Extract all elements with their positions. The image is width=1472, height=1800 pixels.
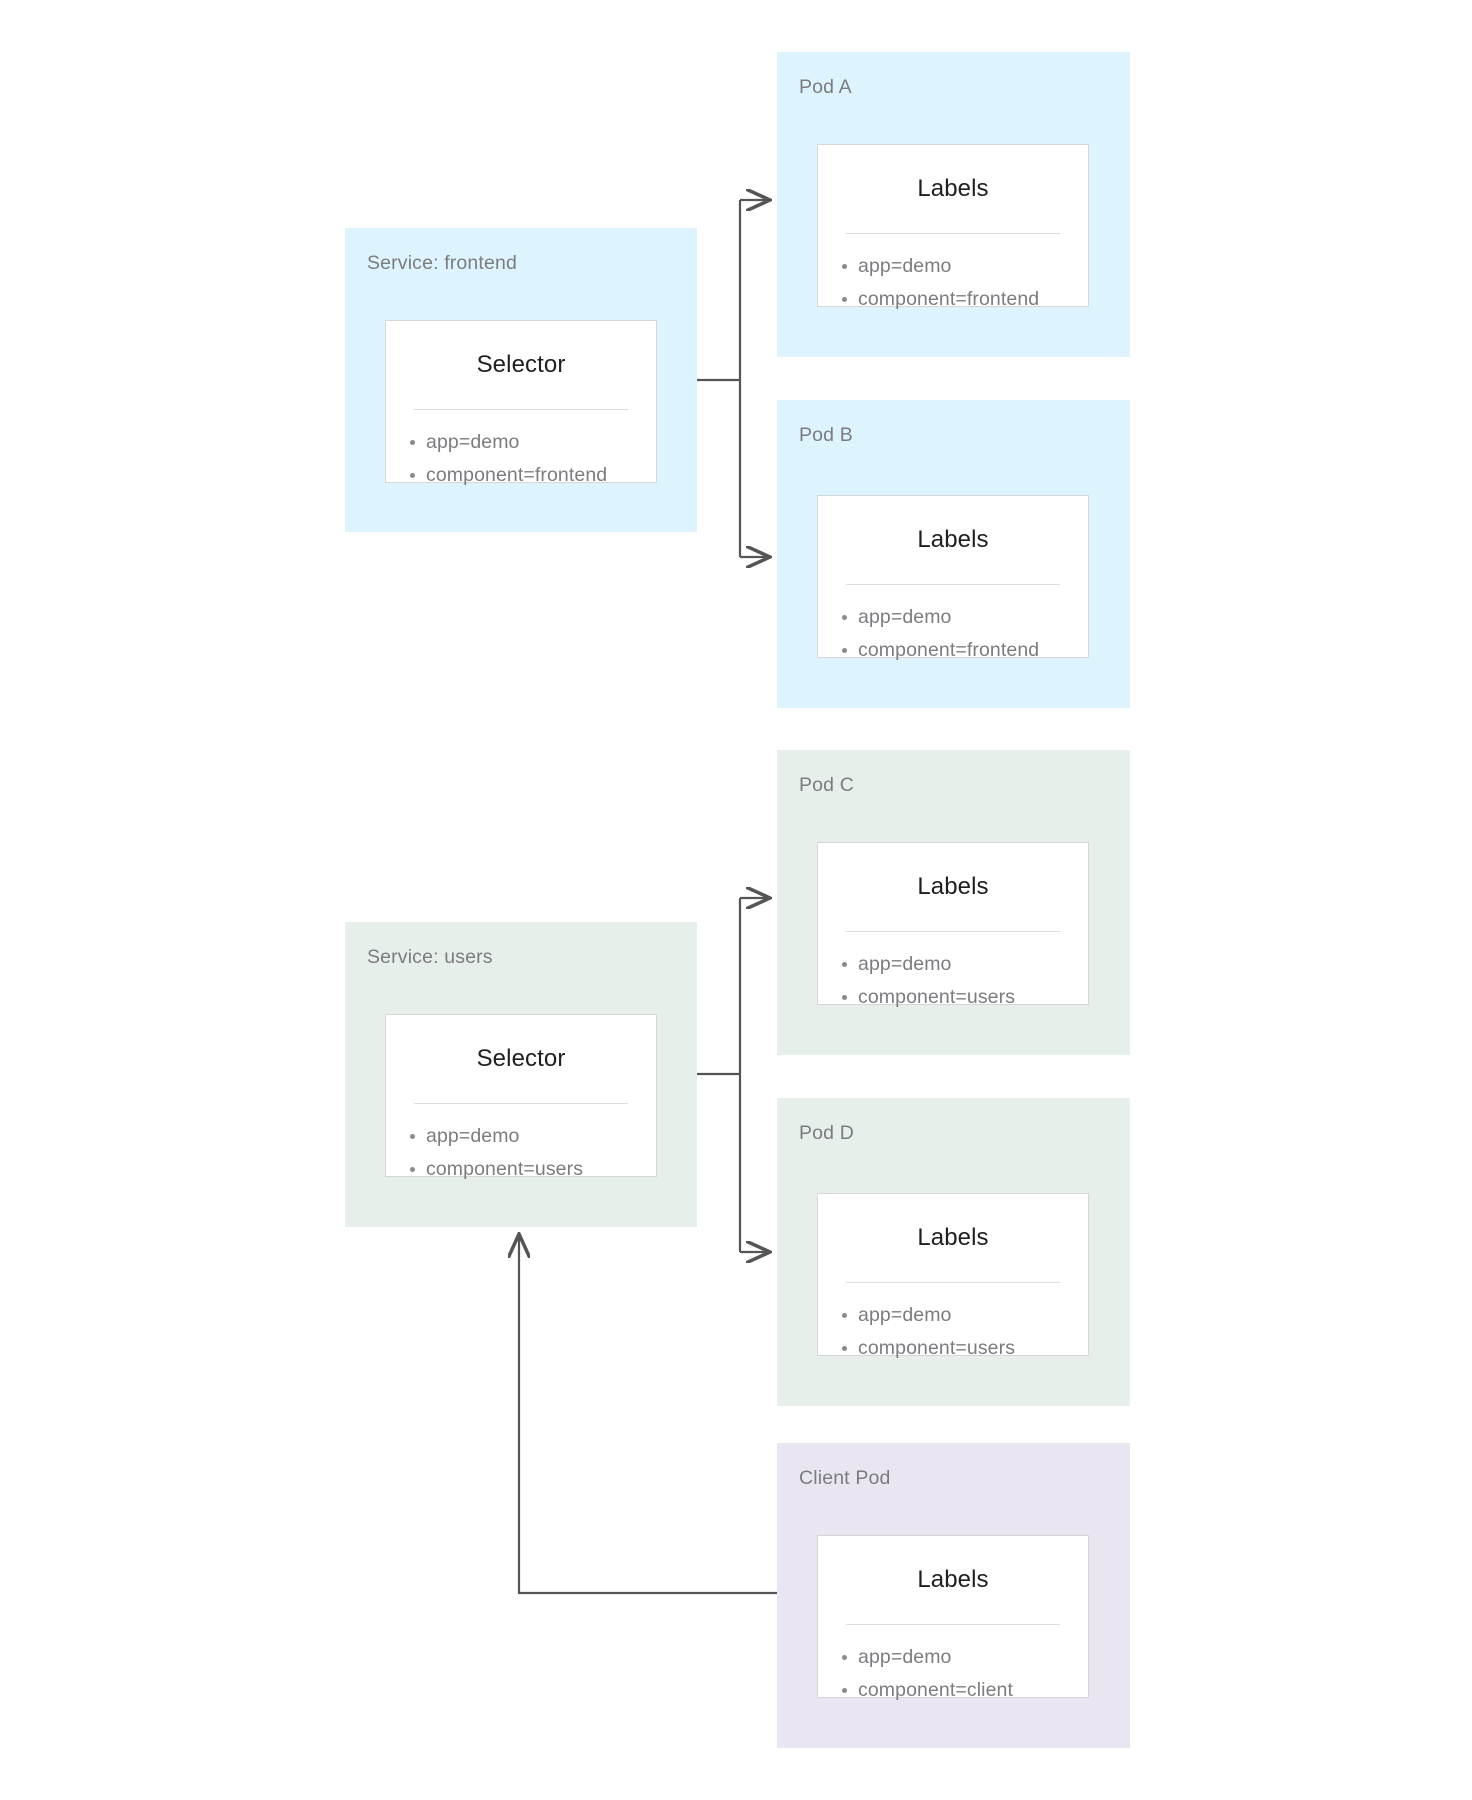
list-item: app=demo	[842, 1641, 1088, 1674]
list-item: component=users	[842, 1332, 1088, 1365]
service-frontend-selector-card[interactable]: Selector app=demo component=frontend	[385, 320, 657, 486]
labels-card-heading: Labels	[917, 873, 989, 900]
labels-card-heading: Labels	[917, 175, 989, 202]
connector-frontend-trunk	[697, 200, 742, 557]
list-item: component=client	[842, 1674, 1088, 1707]
pod-d-group[interactable]: Pod D Labels app=demo component=users	[777, 1098, 1130, 1406]
pod-a-group[interactable]: Pod A Labels app=demo component=frontend	[777, 52, 1130, 357]
list-item: app=demo	[842, 250, 1088, 283]
card-divider	[414, 1103, 628, 1104]
list-item: app=demo	[410, 1120, 656, 1153]
list-item: app=demo	[842, 948, 1088, 981]
selector-card-heading: Selector	[476, 351, 566, 378]
labels-card-heading: Labels	[917, 1224, 989, 1251]
service-frontend-selector-list: app=demo component=frontend	[386, 426, 656, 492]
card-divider	[846, 931, 1060, 932]
pod-b-group[interactable]: Pod B Labels app=demo component=frontend	[777, 400, 1130, 708]
selector-card-heading: Selector	[476, 1045, 566, 1072]
pod-c-group[interactable]: Pod C Labels app=demo component=users	[777, 750, 1130, 1055]
pod-c-labels-list: app=demo component=users	[818, 948, 1088, 1014]
service-users-selector-card[interactable]: Selector app=demo component=users	[385, 1014, 657, 1180]
pod-c-labels-card[interactable]: Labels app=demo component=users	[817, 842, 1089, 1008]
service-users-title: Service: users	[367, 946, 493, 968]
client-pod-group[interactable]: Client Pod Labels app=demo component=cli…	[777, 1443, 1130, 1748]
card-divider	[846, 584, 1060, 585]
connector-users-trunk	[697, 898, 742, 1252]
pod-c-title: Pod C	[799, 774, 854, 796]
pod-b-labels-list: app=demo component=frontend	[818, 601, 1088, 667]
pod-b-title: Pod B	[799, 424, 853, 446]
list-item: component=users	[410, 1153, 656, 1186]
client-pod-labels-card[interactable]: Labels app=demo component=client	[817, 1535, 1089, 1701]
service-frontend-group[interactable]: Service: frontend Selector app=demo comp…	[345, 228, 697, 532]
list-item: component=users	[842, 981, 1088, 1014]
card-divider	[846, 233, 1060, 234]
pod-d-labels-card[interactable]: Labels app=demo component=users	[817, 1193, 1089, 1359]
card-divider	[846, 1282, 1060, 1283]
pod-a-title: Pod A	[799, 76, 852, 98]
pod-b-labels-card[interactable]: Labels app=demo component=frontend	[817, 495, 1089, 661]
service-frontend-title: Service: frontend	[367, 252, 517, 274]
card-divider	[414, 409, 628, 410]
service-users-group[interactable]: Service: users Selector app=demo compone…	[345, 922, 697, 1227]
list-item: component=frontend	[842, 634, 1088, 667]
card-divider	[846, 1624, 1060, 1625]
list-item: component=frontend	[410, 459, 656, 492]
list-item: app=demo	[842, 1299, 1088, 1332]
list-item: component=frontend	[842, 283, 1088, 316]
service-users-selector-list: app=demo component=users	[386, 1120, 656, 1186]
client-pod-title: Client Pod	[799, 1467, 891, 1489]
list-item: app=demo	[410, 426, 656, 459]
connector-client-to-users	[519, 1234, 777, 1595]
pod-d-labels-list: app=demo component=users	[818, 1299, 1088, 1365]
list-item: app=demo	[842, 601, 1088, 634]
pod-a-labels-card[interactable]: Labels app=demo component=frontend	[817, 144, 1089, 310]
labels-card-heading: Labels	[917, 1566, 989, 1593]
pod-d-title: Pod D	[799, 1122, 854, 1144]
labels-card-heading: Labels	[917, 526, 989, 553]
pod-a-labels-list: app=demo component=frontend	[818, 250, 1088, 316]
client-pod-labels-list: app=demo component=client	[818, 1641, 1088, 1707]
